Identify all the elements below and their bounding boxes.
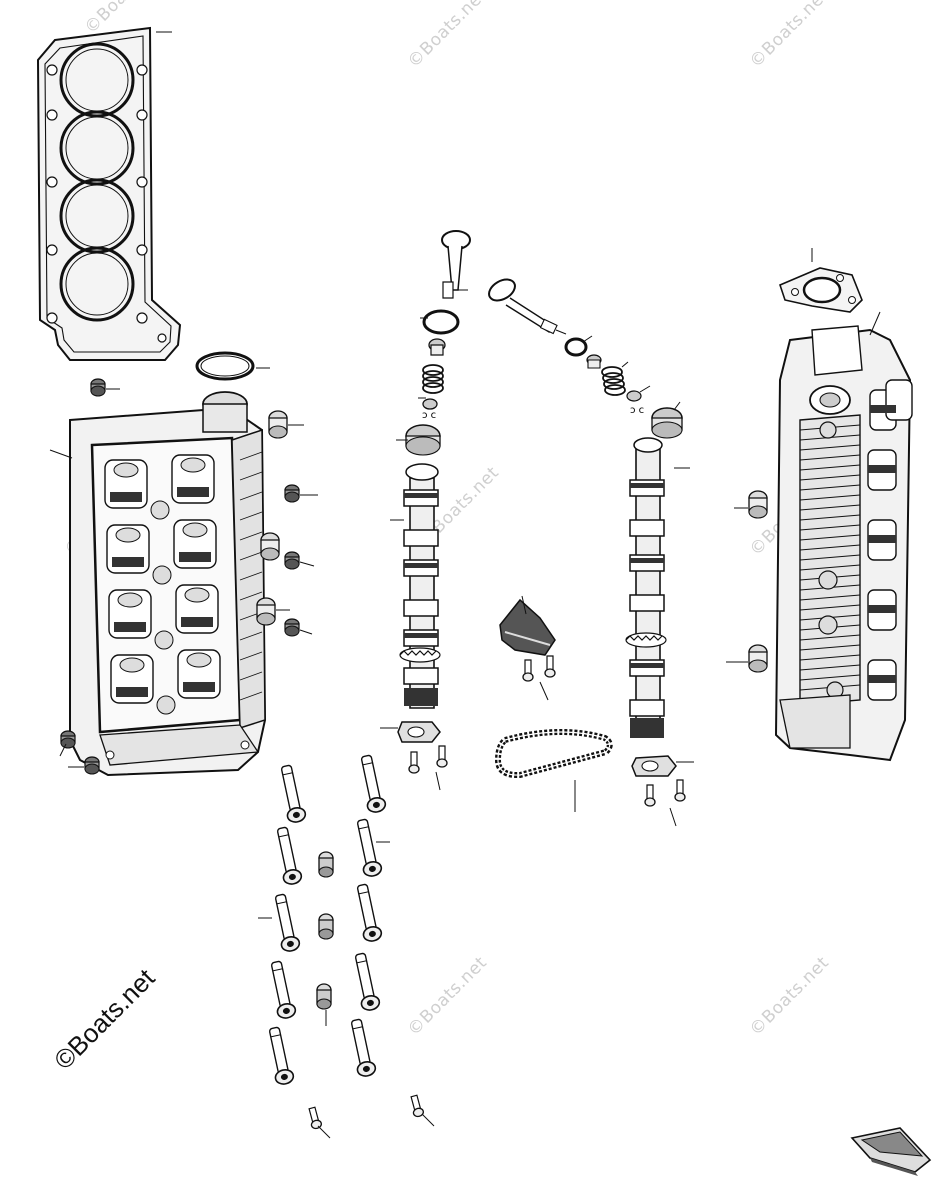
side-plugs-left [60, 410, 318, 775]
cylinder-head-right [776, 312, 912, 760]
boat-icon [852, 1128, 930, 1176]
plug-top [90, 378, 120, 397]
cam-cap-right [632, 756, 694, 826]
camshaft-left [390, 464, 440, 708]
side-plugs-right [726, 490, 768, 673]
head-bolts [258, 753, 390, 1087]
valve-springs-left: ɔ c [418, 365, 443, 421]
valve-springs-right: ɔ c [602, 362, 650, 416]
timing-chain [498, 732, 610, 812]
intake-valve [420, 231, 470, 355]
lifter-right [652, 402, 682, 438]
chain-tensioner [500, 596, 555, 700]
svg-text:ɔ c: ɔ c [630, 405, 644, 416]
small-screws [306, 1094, 434, 1138]
cylinder-head-left [50, 392, 265, 775]
o-ring [197, 353, 270, 379]
dowels [316, 851, 334, 1026]
camshaft-right [626, 438, 690, 738]
svg-text:ɔ c: ɔ c [422, 410, 436, 421]
cam-cap-left [380, 722, 448, 790]
lifter-left [396, 425, 440, 455]
exhaust-valve [485, 275, 601, 368]
head-gasket [38, 28, 180, 360]
exhaust-gasket-small [780, 248, 862, 312]
